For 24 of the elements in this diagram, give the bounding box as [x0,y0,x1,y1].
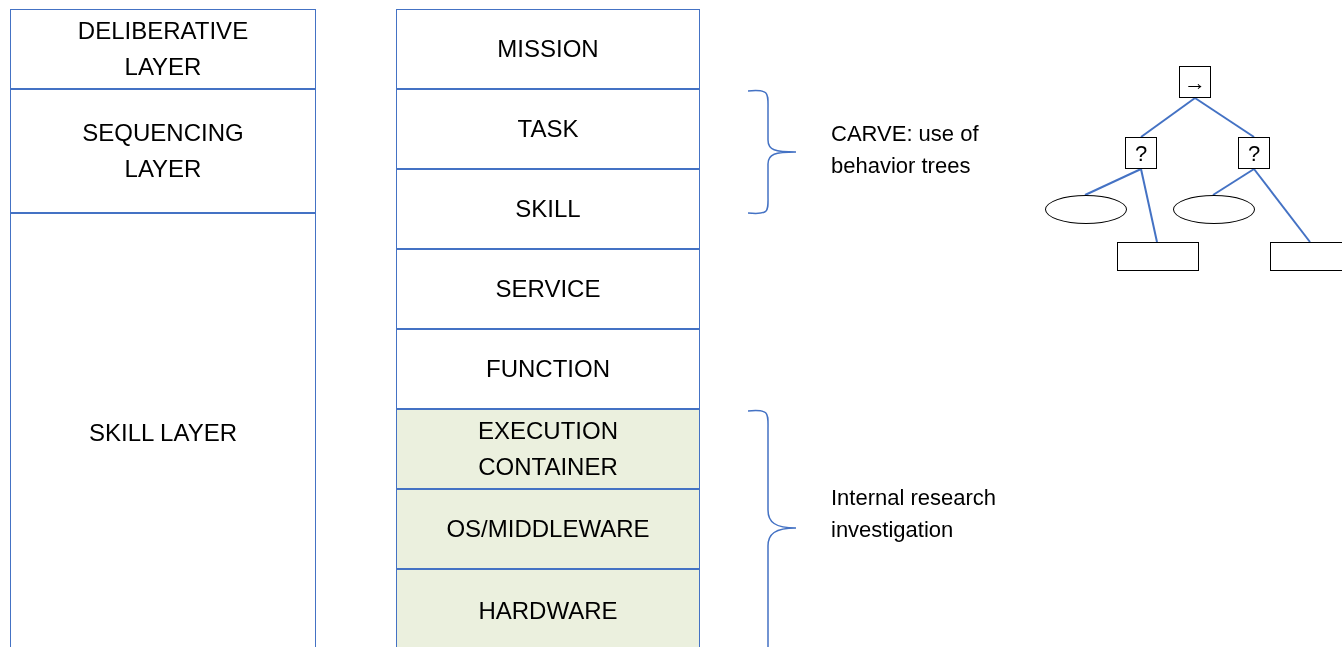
connector-line [1212,168,1255,196]
tree-node-box: ? [1238,137,1270,169]
layer-box: OS/MIDDLEWARE [396,489,700,569]
rect-node [1270,242,1342,271]
connector-line [1140,97,1196,138]
tree-node-box: → [1179,66,1211,98]
connector-line [1140,168,1158,243]
layer-box: FUNCTION [396,329,700,409]
connector-line [1253,168,1311,243]
layer-box: EXECUTION CONTAINER [396,409,700,489]
layer-box: SEQUENCING LAYER [10,89,316,213]
layer-box: SERVICE [396,249,700,329]
layer-box: TASK [396,89,700,169]
layer-box: DELIBERATIVE LAYER [10,9,316,89]
annotation-text: CARVE: use of behavior trees [831,120,980,180]
tree-node-box: ? [1125,137,1157,169]
layer-box: SKILL LAYER [10,213,316,647]
layer-box: MISSION [396,9,700,89]
connector-line [1194,97,1255,138]
layer-box: SKILL [396,169,700,249]
annotation-text: Internal research investigation [831,484,998,544]
connector-line [1084,168,1142,196]
layer-box: HARDWARE [396,569,700,647]
rect-node [1117,242,1199,271]
